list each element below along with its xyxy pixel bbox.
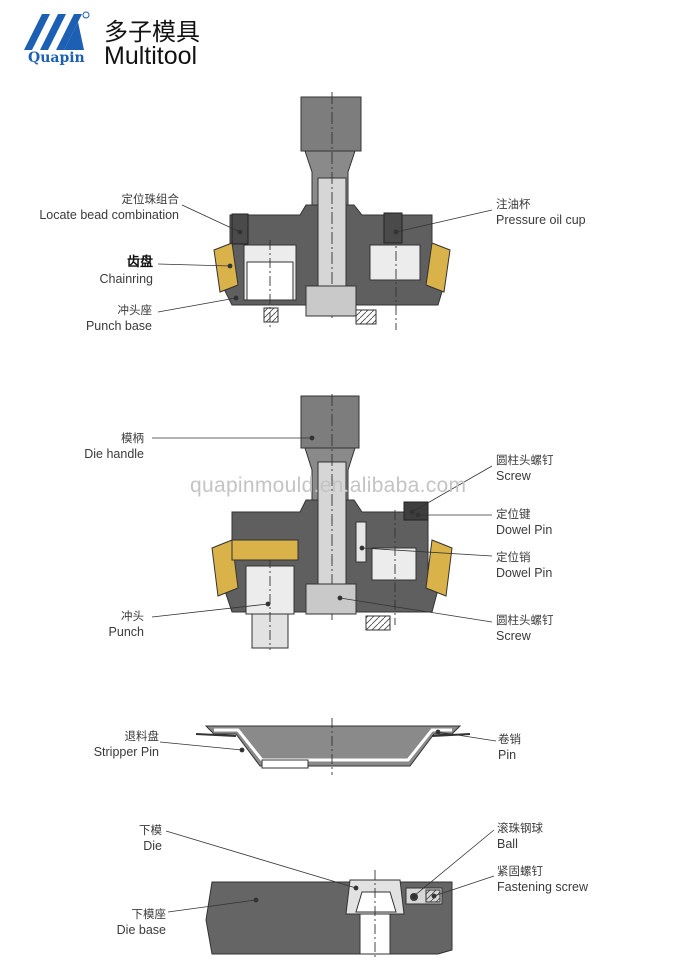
title-chinese: 多子模具	[104, 18, 200, 46]
quapin-logo-icon	[24, 11, 90, 50]
watermark: quapinmould.en.alibaba.com	[190, 474, 467, 497]
leader-lines	[151, 204, 497, 913]
logo-text: Quapin	[28, 50, 85, 66]
title-english: Multitool	[104, 42, 198, 70]
assembly-middle-punch	[211, 394, 453, 650]
stripper-plate	[195, 718, 471, 775]
die-base-assembly	[205, 870, 453, 960]
assembly-upper-punch	[213, 92, 451, 330]
header: Quapin 多子模具 Multitool	[0, 0, 700, 80]
